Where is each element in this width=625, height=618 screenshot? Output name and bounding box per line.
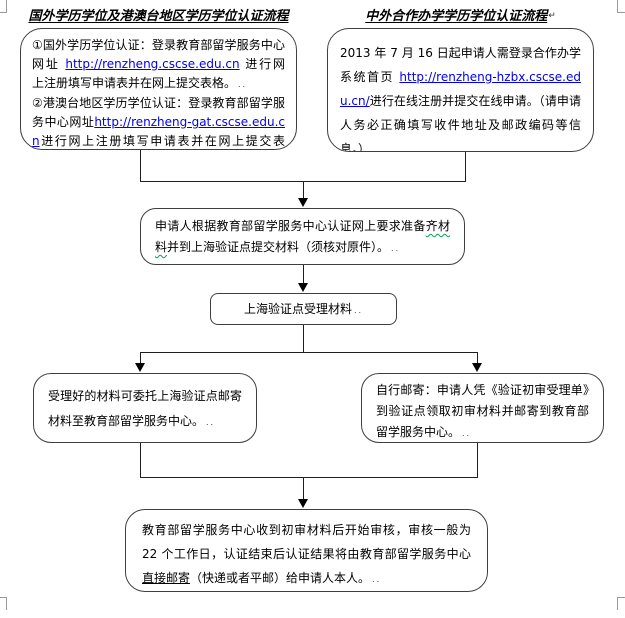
mail-via-point-text: 受理好的材料可委托上海验证点邮寄材料至教育部留学服务中心。	[48, 389, 242, 428]
page-corner-mark	[617, 0, 618, 13]
spellcheck-squiggle-text: 齐材料	[155, 219, 450, 254]
flow-box-review: 教育部留学服务中心收到初审材料后开始审核，审核一般为 22 个工作日，认证结束后…	[125, 509, 488, 592]
renzheng-hzbx-link[interactable]: http://renzheng-hzbx.cscse.edu.cn/	[340, 70, 581, 108]
flow-box-prepare: 申请人根据教育部留学服务中心认证网上要求准备齐材料并到上海验证点提交材料（须核对…	[140, 208, 465, 265]
overseas-text-4: 进行网上注册填写申请表并在网上提交表格。	[39, 134, 285, 148]
flow-box-joint: 2013 年 7 月 16 日起申请人需登录合作办学系统首页 http://re…	[327, 28, 594, 152]
prepare-text-1: 申请人根据教育部留学服务中心认证网上要求准备	[155, 219, 426, 233]
format-marks: ..	[238, 80, 248, 89]
page-title-right-text: 中外合作办学学历学位认证流程	[365, 9, 548, 24]
review-text-2: （快递或者平邮）给申请人本人。	[190, 571, 371, 585]
flow-line	[140, 352, 141, 364]
paragraph-mark: ↵	[548, 11, 556, 21]
flow-box-accept: 上海验证点受理材料..	[210, 293, 397, 325]
page-title-left: 国外学历学位及港澳台地区学历学位认证流程	[20, 5, 297, 24]
flow-line	[477, 443, 478, 478]
page-corner-mark	[618, 597, 625, 598]
arrow-down-icon	[298, 499, 308, 508]
page-corner-mark	[0, 597, 7, 598]
flow-line	[140, 352, 478, 353]
flow-line	[303, 181, 304, 200]
arrow-down-icon	[472, 363, 482, 372]
review-text-1: 教育部留学服务中心收到初审材料后开始审核，审核一般为 22 个工作日，认证结束后…	[142, 523, 471, 561]
overseas-text-3: ②港澳台地区学历学位认证：登录教育部留学服务中心网址	[32, 96, 285, 129]
arrow-down-icon	[298, 198, 308, 207]
flow-line	[303, 325, 304, 353]
page-corner-mark	[6, 597, 7, 610]
prepare-text-2: 并到上海验证点提交材料（须核对原件）。	[167, 240, 390, 254]
format-marks: ..	[353, 306, 364, 315]
format-marks: ..	[372, 146, 382, 152]
flow-line	[140, 150, 141, 182]
format-marks: ..	[462, 429, 472, 438]
flow-box-mail-via-point: 受理好的材料可委托上海验证点邮寄材料至教育部留学服务中心。..	[33, 373, 257, 443]
joint-text-2: 进行在线注册并提交在线申请。（请申请人务必正确填写收件地址及邮政编码等信息。）	[340, 94, 581, 152]
renzheng-link[interactable]: http://renzheng.cscse.edu.cn	[65, 57, 240, 71]
flow-line	[140, 477, 478, 478]
review-underlined-text: 直接邮寄	[142, 571, 191, 585]
arrow-down-icon	[135, 363, 145, 372]
flow-line	[303, 477, 304, 500]
prepare-paragraph: 申请人根据教育部留学服务中心认证网上要求准备齐材料并到上海验证点提交材料（须核对…	[155, 216, 450, 259]
page-title-left-text: 国外学历学位及港澳台地区学历学位认证流程	[28, 9, 289, 24]
mail-via-point-paragraph: 受理好的材料可委托上海验证点邮寄材料至教育部留学服务中心。..	[48, 384, 242, 435]
mail-self-paragraph: 自行邮寄：申请人凭《验证初审受理单》到验证点领取初审材料并邮寄到教育部留学服务中…	[376, 380, 589, 442]
overseas-text-2: 进行网上注册填写申请表并在网上提交表格。	[32, 57, 285, 90]
flow-line	[140, 443, 141, 478]
renzheng-gat-link[interactable]: http://renzheng-gat.cscse.edu.cn	[32, 115, 285, 148]
flow-line	[477, 352, 478, 364]
page-title-right: 中外合作办学学历学位认证流程↵	[327, 5, 594, 24]
format-marks: ..	[206, 418, 216, 427]
flow-box-overseas: ①国外学历学位认证：登录教育部留学服务中心网址 http://renzheng.…	[20, 28, 297, 150]
review-paragraph: 教育部留学服务中心收到初审材料后开始审核，审核一般为 22 个工作日，认证结束后…	[142, 518, 471, 591]
joint-text-1: 2013 年 7 月 16 日起申请人需登录合作办学系统首页	[340, 46, 581, 84]
overseas-paragraph-1: ①国外学历学位认证：登录教育部留学服务中心网址 http://renzheng.…	[32, 36, 285, 94]
page-corner-mark	[6, 0, 7, 13]
flow-line	[303, 265, 304, 285]
joint-paragraph: 2013 年 7 月 16 日起申请人需登录合作办学系统首页 http://re…	[340, 41, 581, 152]
flow-box-mail-self: 自行邮寄：申请人凭《验证初审受理单》到验证点领取初审材料并邮寄到教育部留学服务中…	[361, 373, 604, 443]
overseas-paragraph-2: ②港澳台地区学历学位认证：登录教育部留学服务中心网址http://renzhen…	[32, 94, 285, 149]
page-corner-mark	[0, 12, 7, 13]
mail-self-text: 自行邮寄：申请人凭《验证初审受理单》到验证点领取初审材料并邮寄到教育部留学服务中…	[376, 383, 589, 439]
arrow-down-icon	[298, 283, 308, 292]
page-corner-mark	[617, 597, 618, 610]
accept-text: 上海验证点受理材料	[243, 302, 352, 316]
format-marks: ..	[372, 575, 382, 584]
overseas-text-1: ①国外学历学位认证：登录教育部留学服务中心网址	[32, 38, 285, 71]
page-corner-mark	[618, 12, 625, 13]
format-marks: ..	[391, 244, 401, 253]
flow-line	[465, 152, 466, 182]
